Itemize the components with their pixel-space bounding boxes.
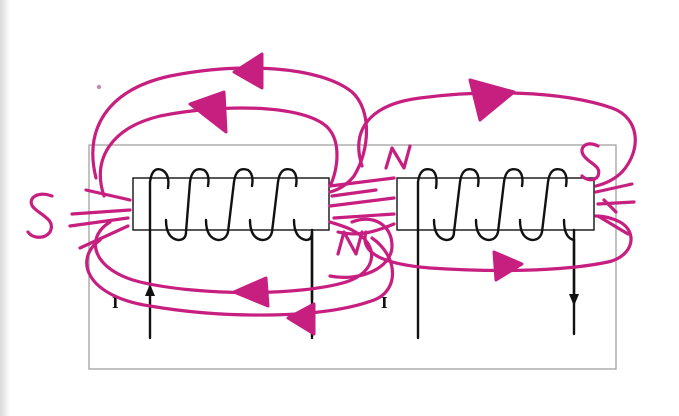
lead-wires xyxy=(148,228,576,340)
field-line-left-top-inner xyxy=(98,106,339,198)
arrowhead-right-top xyxy=(468,78,516,122)
arrowhead-left-bottom-outer xyxy=(286,302,316,336)
right-solenoid-core xyxy=(396,177,595,231)
pole-right-inner-N xyxy=(384,144,412,170)
field-stubs-right-outer xyxy=(594,182,636,236)
field-line-left-bottom-inner xyxy=(93,220,374,295)
current-label-right: I xyxy=(381,293,388,312)
left-coil-windings xyxy=(148,168,314,302)
pole-letters xyxy=(26,142,601,256)
arrowhead-right-bottom xyxy=(492,250,524,282)
arrowhead-left-top-outer xyxy=(232,52,264,90)
field-line-right-bottom xyxy=(363,214,633,273)
arrowhead-left-top-inner xyxy=(188,90,228,134)
pole-right-outer-S xyxy=(580,142,601,182)
field-line-left-top-outer xyxy=(91,66,369,194)
field-line-right-top xyxy=(357,91,637,188)
current-arrow-up xyxy=(145,284,155,296)
field-line-middle-loop xyxy=(328,217,394,279)
window-edge xyxy=(0,0,10,416)
field-lines xyxy=(68,66,637,317)
current-label-left: I xyxy=(112,293,119,312)
arrowhead-left-bottom-inner xyxy=(232,276,270,308)
pole-left-inner-N xyxy=(336,230,364,256)
field-stubs-middle xyxy=(328,176,396,236)
current-arrow-down xyxy=(569,294,579,306)
stray-dot xyxy=(96,84,102,90)
field-stubs-left-outer xyxy=(68,188,132,250)
field-arrowheads xyxy=(188,52,524,336)
field-line-left-bottom-outer xyxy=(85,236,395,317)
pole-left-outer-S xyxy=(26,192,54,239)
